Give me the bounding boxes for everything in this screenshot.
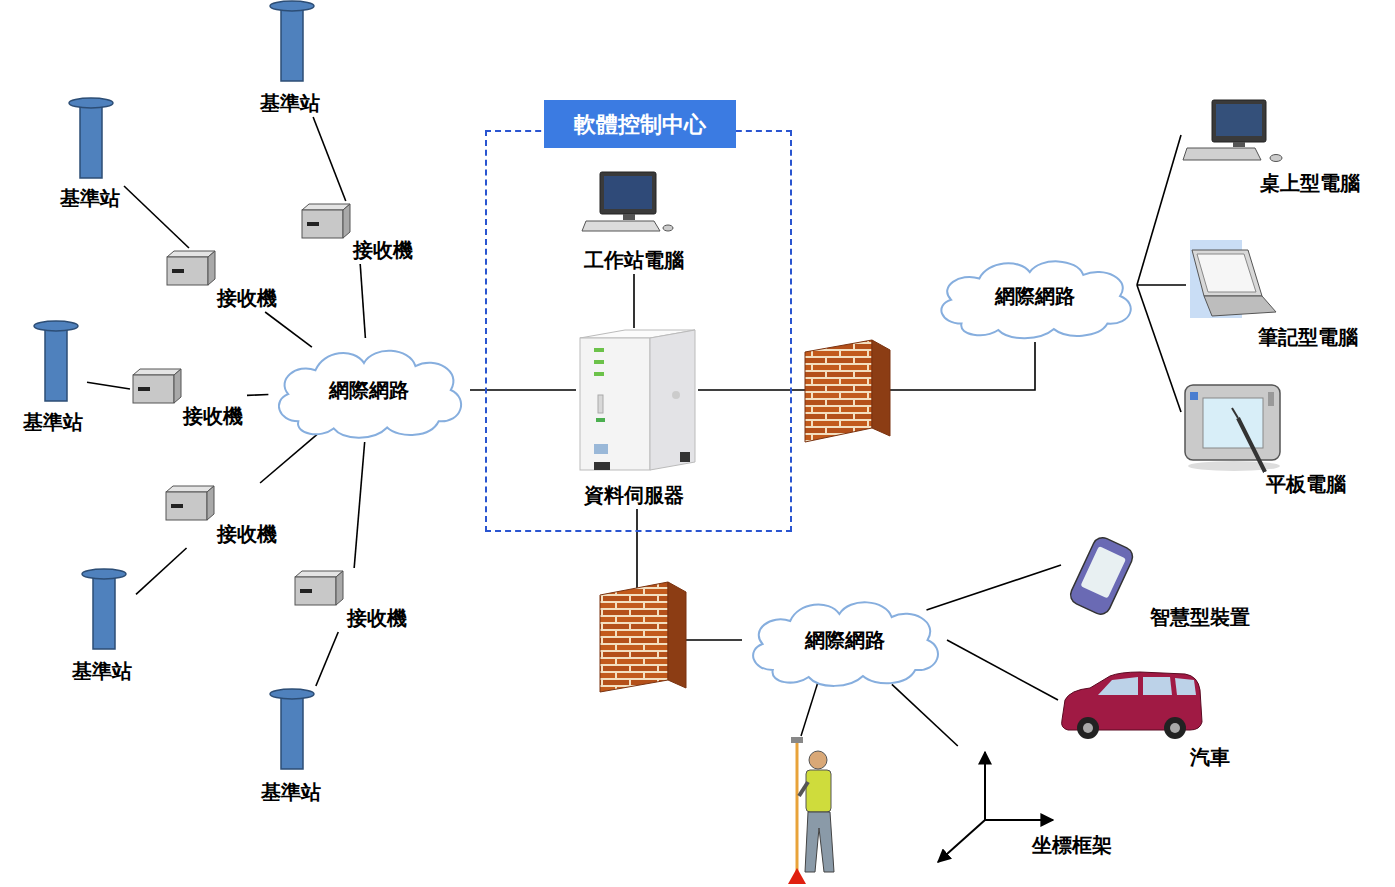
smart-device-icon <box>1067 534 1135 617</box>
cloud-shape <box>941 261 1130 338</box>
node-label: 接收機 <box>345 606 409 630</box>
smart-device: 智慧型裝置 <box>1061 535 1254 631</box>
base-station-icon <box>34 321 78 401</box>
gnss-receiver: 接收機 <box>163 483 281 548</box>
network-link <box>633 274 635 328</box>
server-icon <box>580 330 695 470</box>
receiver-icon <box>302 204 350 238</box>
cloud-label: 網際網路 <box>327 378 411 402</box>
gnss-receiver: 接收機 <box>292 568 411 632</box>
base-station: 基準站 <box>19 318 87 436</box>
internet-cloud: 網際網路 <box>268 338 470 442</box>
receiver-icon <box>167 251 215 285</box>
node-label: 坐標框架 <box>1030 833 1114 857</box>
network-link <box>354 442 365 568</box>
cloud-label: 網際網路 <box>803 628 887 652</box>
node-label: 接收機 <box>351 238 415 262</box>
tablet-icon <box>1185 385 1280 472</box>
base-station: 基準站 <box>257 686 325 806</box>
desktop-computer: 桌上型電腦 <box>1181 96 1364 197</box>
desktop-icon <box>1183 100 1282 162</box>
surveyor-figure <box>788 682 834 884</box>
coordinate-frame: 坐標框架 <box>930 746 1116 868</box>
node-label: 基準站 <box>70 659 134 683</box>
network-link <box>313 117 346 201</box>
base-station: 基準站 <box>256 0 324 117</box>
cloud-shape <box>279 351 461 438</box>
node-label: 基準站 <box>258 91 322 115</box>
cloud-label: 網際網路 <box>993 284 1077 308</box>
control-center-group: 軟體控制中心工作站電腦資料伺服器 <box>485 130 792 532</box>
base-station-icon <box>69 98 113 178</box>
receiver-icon <box>295 571 343 605</box>
receiver-icon <box>133 369 181 403</box>
network-link <box>927 565 1062 610</box>
laptop-computer: 筆記型電腦 <box>1186 238 1362 351</box>
cloud-shape <box>753 602 938 686</box>
car: 汽車 <box>1058 670 1234 771</box>
network-link <box>136 548 187 594</box>
network-link <box>1137 135 1181 285</box>
gnss-receiver: 接收機 <box>130 366 247 430</box>
network-link <box>360 264 365 338</box>
base-station-icon <box>270 689 314 769</box>
receiver-icon <box>166 486 214 520</box>
data-server: 資料伺服器 <box>576 328 698 509</box>
base-station-icon <box>270 1 314 81</box>
node-label: 接收機 <box>215 286 279 310</box>
workstation: 工作站電腦 <box>580 170 688 274</box>
firewall-icon <box>600 582 686 692</box>
internet-cloud: 網際網路 <box>930 250 1140 342</box>
network-link <box>265 312 312 347</box>
gnss-receiver: 接收機 <box>164 248 281 312</box>
firewall-icon <box>805 340 890 442</box>
network-link <box>1137 285 1181 412</box>
network-link <box>316 632 338 686</box>
workstation-icon <box>582 172 673 231</box>
base-station-icon <box>82 569 126 649</box>
car-icon <box>1062 672 1202 739</box>
gnss-receiver: 接收機 <box>299 201 417 264</box>
network-link <box>1137 284 1186 286</box>
network-link <box>470 389 576 391</box>
node-label: 工作站電腦 <box>582 248 686 272</box>
base-station: 基準站 <box>56 95 124 212</box>
node-label: 接收機 <box>215 522 279 546</box>
network-link <box>87 382 130 389</box>
node-label: 基準站 <box>58 186 122 210</box>
internet-cloud: 網際網路 <box>742 590 947 690</box>
base-station: 基準站 <box>68 566 136 685</box>
node-label: 筆記型電腦 <box>1256 325 1360 349</box>
network-link <box>247 394 268 397</box>
node-label: 桌上型電腦 <box>1258 171 1362 195</box>
laptop-icon <box>1190 240 1276 318</box>
node-label: 汽車 <box>1188 745 1232 769</box>
network-link <box>260 435 317 483</box>
node-label: 智慧型裝置 <box>1148 605 1252 629</box>
node-label: 基準站 <box>259 780 323 804</box>
node-label: 接收機 <box>181 404 245 428</box>
node-label: 基準站 <box>21 410 85 434</box>
network-link <box>892 684 958 746</box>
network-link <box>947 640 1058 700</box>
tablet-computer: 平板電腦 <box>1181 381 1350 498</box>
network-link <box>124 186 189 248</box>
node-label: 資料伺服器 <box>582 483 686 507</box>
group-heading: 軟體控制中心 <box>544 100 736 148</box>
node-label: 平板電腦 <box>1264 472 1348 496</box>
